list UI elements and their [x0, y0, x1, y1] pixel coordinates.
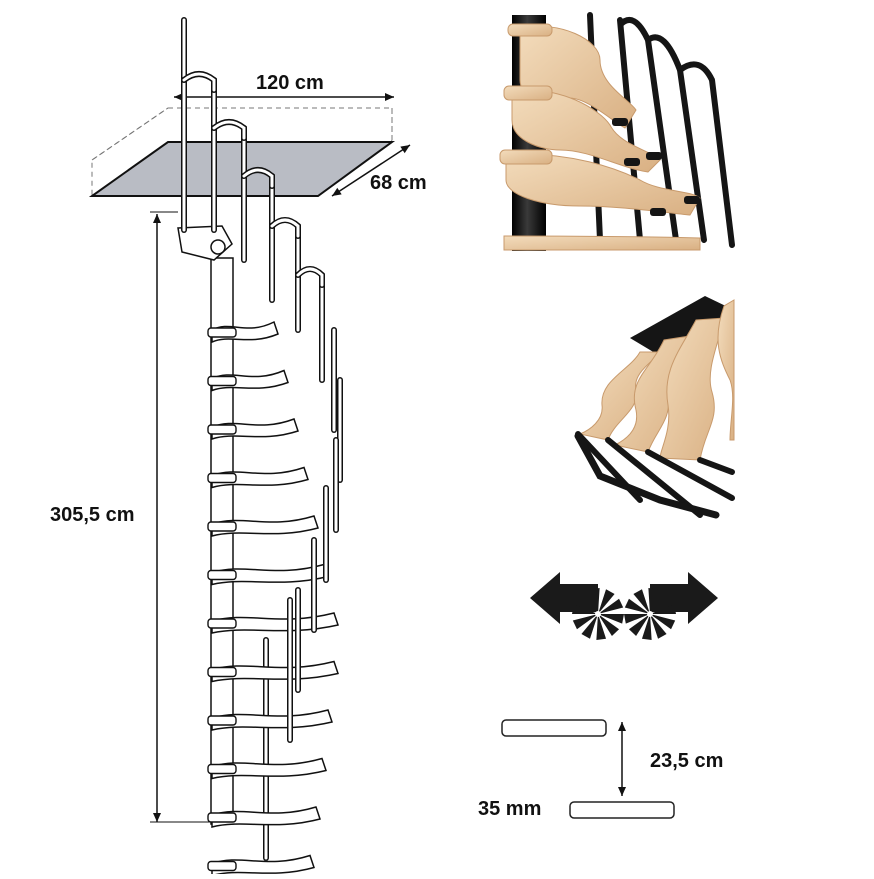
radial-center	[595, 611, 601, 617]
tread-collar	[207, 472, 237, 484]
photo-bracket	[612, 118, 628, 126]
stair-tread	[211, 612, 339, 634]
radial-step-wedge	[650, 604, 676, 614]
photo2-wood-tread	[717, 299, 735, 441]
radial-step-wedge	[572, 604, 598, 614]
photo2-stringer	[605, 437, 703, 518]
radial-step-wedge	[596, 614, 607, 640]
top-bracket-bolt	[210, 239, 226, 255]
stair-tread	[211, 709, 333, 731]
radial-step-wedge	[641, 614, 652, 640]
radial-step-wedge	[576, 592, 598, 614]
photo-bracket	[650, 208, 666, 216]
photo-bracket	[624, 158, 640, 166]
tread-collar	[207, 375, 237, 387]
height-dimension-line	[150, 211, 218, 823]
photo-wood-tread	[503, 235, 701, 251]
tread-collar	[207, 763, 237, 775]
stair-tread	[211, 660, 339, 683]
width-label: 120 cm	[256, 72, 324, 94]
radial-step-wedge	[650, 592, 672, 614]
riser-label: 23,5 cm	[650, 750, 724, 772]
handrail	[296, 267, 324, 287]
tread-collar	[207, 327, 237, 338]
radial-step-wedge	[598, 598, 624, 614]
radial-step-wedge	[633, 589, 650, 614]
handrail	[270, 218, 300, 238]
photo2-stringer	[697, 457, 735, 475]
radial-center	[647, 611, 653, 617]
radial-step-wedge	[572, 614, 598, 630]
radial-step-wedge	[650, 614, 676, 630]
radial-step-wedge	[598, 614, 620, 636]
radial-step-wedge	[628, 614, 650, 636]
photo2-pole	[630, 296, 734, 356]
tread-detail-photo	[499, 12, 735, 251]
depth-label: 68 cm	[370, 172, 427, 194]
radial-step-wedge	[648, 588, 659, 614]
photo-tread-collar	[507, 23, 553, 37]
photo-tread-collar	[503, 85, 553, 101]
tread-collar	[207, 618, 237, 629]
photo-wood-tread	[511, 90, 661, 173]
tread-collar	[207, 424, 237, 435]
radial-step-wedge	[598, 589, 615, 614]
stair-tread	[211, 466, 309, 489]
tread-collar	[207, 812, 237, 823]
height-label: 305,5 cm	[50, 504, 135, 526]
left-right-rotation-icon	[530, 572, 718, 640]
underside-detail-photo	[574, 296, 735, 519]
stair-tread	[211, 806, 321, 828]
photo-tread-collar	[499, 149, 553, 165]
radial-step-wedge	[598, 614, 624, 624]
photo-handrail	[617, 17, 715, 82]
depth-dimension-line	[331, 144, 411, 197]
photo2-base-rail	[574, 432, 720, 519]
stair-tread	[211, 515, 319, 537]
radial-step-wedge	[589, 588, 600, 614]
tread-collar	[207, 715, 237, 726]
photo-bracket	[646, 152, 662, 160]
handrail	[212, 120, 246, 140]
radial-step-wedge	[581, 614, 598, 639]
photo-baluster	[677, 67, 707, 243]
handrail	[242, 168, 274, 188]
tread-collar	[207, 666, 237, 678]
central-pole	[210, 257, 234, 825]
handrail	[182, 72, 216, 92]
radial-step-wedge	[650, 614, 667, 639]
riser-detail	[501, 719, 675, 819]
tread-collar	[207, 860, 237, 872]
radial-step-wedge	[624, 614, 650, 624]
photo-wood-tread	[505, 153, 701, 216]
tread-collar	[207, 569, 237, 581]
radial-step-wedge	[624, 598, 650, 614]
spiral-stair	[177, 17, 343, 877]
photo2-stringer	[645, 449, 735, 501]
stair-tread	[211, 757, 327, 780]
photo-baluster	[709, 77, 735, 248]
stair-tread	[211, 854, 315, 877]
tread-thickness-label: 35 mm	[478, 798, 542, 820]
tread-collar	[207, 521, 237, 532]
photo-bracket	[684, 196, 700, 204]
